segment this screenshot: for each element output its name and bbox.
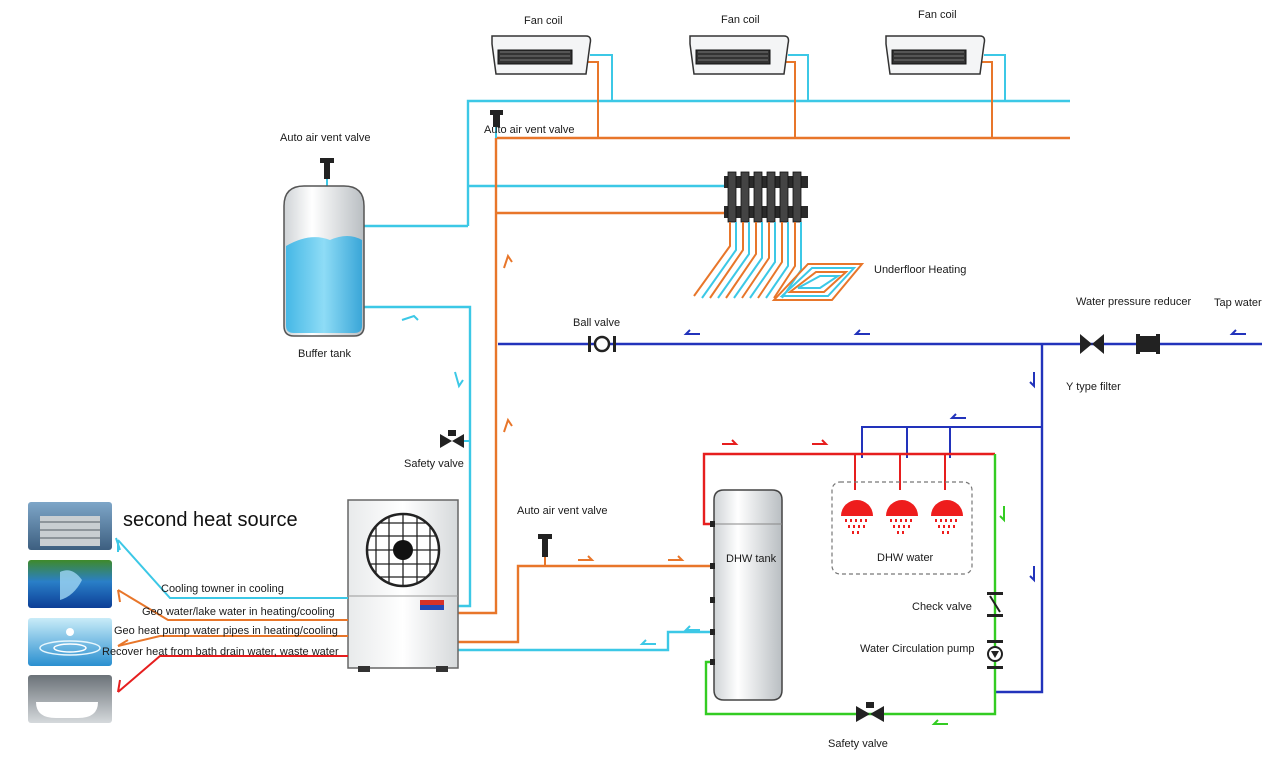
- pressure-reducer-icon: [1136, 334, 1160, 354]
- heat-pump-unit: [347, 499, 459, 672]
- underfloor-label: Underfloor Heating: [874, 264, 966, 276]
- fan-coil-label-1: Fan coil: [524, 15, 563, 27]
- tap-water-label: Tap water: [1214, 297, 1262, 309]
- safety-valve-bottom-label: Safety valve: [828, 738, 888, 750]
- heat-source-label-3: Geo heat pump water pipes in heating/coo…: [114, 625, 338, 637]
- dhw-vent-label: Auto air vent valve: [517, 505, 608, 517]
- safety-valve-bottom-icon: [856, 702, 884, 722]
- dhw-hot-pipes: [702, 452, 995, 526]
- flow-arrows: [115, 253, 1246, 725]
- circulation-pump-label: Water Circulation pump: [860, 643, 975, 655]
- dhw-return-pipe: [704, 454, 997, 716]
- heat-source-label-4: Recover heat from bath drain water, wast…: [102, 646, 339, 658]
- ball-valve-icon: [588, 335, 616, 353]
- circulation-pump-icon: [987, 640, 1003, 669]
- buffer-return-pipe: [362, 305, 472, 608]
- fan-coil-unit-3: [885, 35, 986, 75]
- pressure-reducer-label: Water pressure reducer: [1076, 296, 1191, 308]
- fan-coil-label-3: Fan coil: [918, 9, 957, 21]
- second-heat-source-title: second heat source: [123, 509, 298, 531]
- fan-coil-label-2: Fan coil: [721, 14, 760, 26]
- buffer-vent-label: Auto air vent valve: [280, 132, 371, 144]
- dhw-tank: [710, 489, 783, 701]
- buffer-air-vent-icon: [320, 158, 334, 179]
- tap-water-pipes: [498, 342, 1262, 694]
- bathtub-photo: [28, 675, 112, 723]
- y-type-filter-icon: [1080, 334, 1104, 354]
- fan-coil-cold-main: [466, 54, 1070, 226]
- underfloor-manifold: [724, 171, 808, 223]
- heat-pump-hot-riser: [458, 138, 498, 615]
- lake-water-photo: [28, 560, 112, 608]
- underfloor-loops: [693, 222, 865, 301]
- dhw-water-label: DHW water: [877, 552, 934, 564]
- safety-valve-left-label: Safety valve: [404, 458, 464, 470]
- buffer-tank-label: Buffer tank: [298, 348, 351, 360]
- top-air-vent-icon: [490, 110, 503, 127]
- safety-valve-left-icon: [440, 430, 464, 448]
- ball-valve-label: Ball valve: [573, 317, 620, 329]
- dhw-coil-hot-pipe: [458, 564, 714, 644]
- top-vent-label: Auto air vent valve: [484, 124, 575, 136]
- water-drop-photo: [28, 618, 112, 666]
- heat-source-arrows: [117, 539, 348, 693]
- shower-head-icons: [841, 500, 963, 534]
- dhw-water-box: [831, 481, 973, 575]
- cooling-tower-photo: [28, 502, 112, 550]
- check-valve-icon: [987, 592, 1003, 617]
- check-valve-label: Check valve: [912, 601, 972, 613]
- fan-coil-unit-2: [689, 35, 790, 75]
- heat-source-label-1: Cooling towner in cooling: [161, 583, 284, 595]
- y-filter-label: Y type filter: [1066, 381, 1121, 393]
- fan-coil-unit-1: [491, 35, 592, 75]
- fan-coil-hot-main: [496, 61, 1070, 140]
- dhw-air-vent-icon: [538, 534, 552, 557]
- buffer-tank: [283, 185, 365, 337]
- heat-source-label-2: Geo water/lake water in heating/cooling: [142, 606, 335, 618]
- dhw-tank-label: DHW tank: [726, 553, 777, 565]
- dhw-coil-return-pipe: [458, 630, 714, 652]
